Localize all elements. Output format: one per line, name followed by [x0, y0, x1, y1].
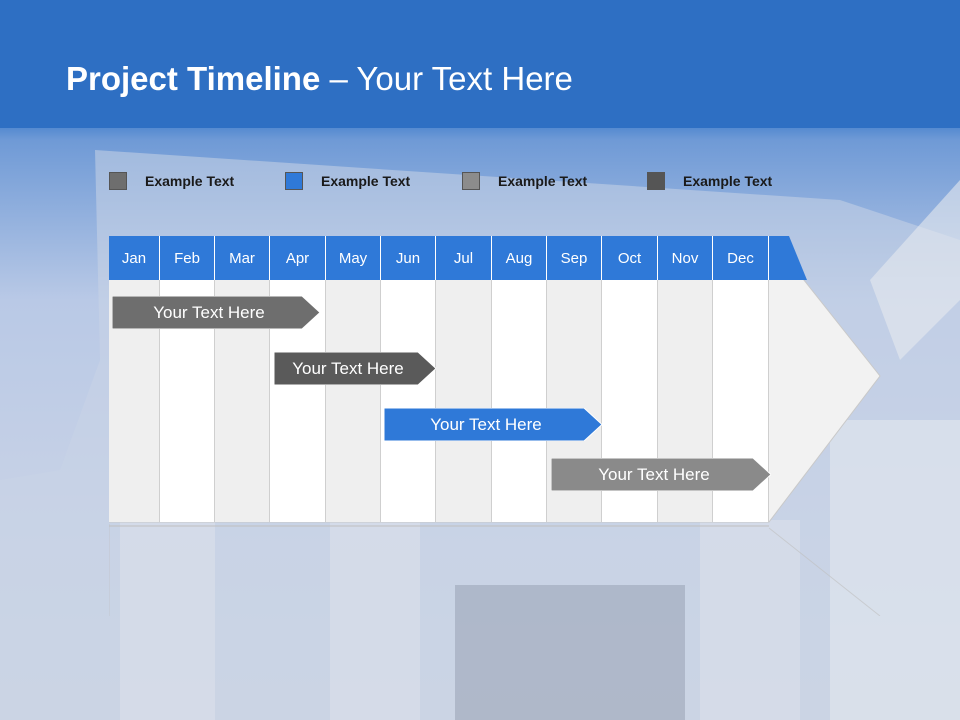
legend-label-3: Example Text — [498, 173, 588, 189]
legend-label-4: Example Text — [683, 173, 773, 189]
task-bar-2[interactable]: Your Text Here — [274, 352, 436, 385]
task-bar-4[interactable]: Your Text Here — [551, 458, 771, 491]
month-apr: Apr — [270, 236, 326, 280]
month-dec: Dec — [713, 236, 769, 280]
legend-label-1: Example Text — [145, 173, 235, 189]
month-column — [381, 280, 436, 522]
legend-item-4: Example Text — [647, 171, 772, 191]
legend-swatch-1 — [109, 172, 127, 190]
legend-swatch-3 — [462, 172, 480, 190]
legend-item-2: Example Text — [285, 171, 410, 191]
month-column — [436, 280, 492, 522]
task-label-4: Your Text Here — [598, 464, 710, 484]
month-nov: Nov — [658, 236, 713, 280]
slide-title: Project Timeline – Your Text Here — [66, 60, 573, 98]
month-aug: Aug — [492, 236, 547, 280]
month-column — [326, 280, 381, 522]
month-oct: Oct — [602, 236, 658, 280]
legend-item-3: Example Text — [462, 171, 587, 191]
legend-swatch-4 — [647, 172, 665, 190]
task-label-3: Your Text Here — [430, 414, 542, 434]
legend-label-2: Example Text — [321, 173, 411, 189]
legend-item-1: Example Text — [109, 171, 234, 191]
month-feb: Feb — [160, 236, 215, 280]
task-label-2: Your Text Here — [292, 358, 404, 378]
month-mar: Mar — [215, 236, 270, 280]
task-label-1: Your Text Here — [153, 302, 265, 322]
legend-swatch-2 — [285, 172, 303, 190]
title-bold: Project Timeline — [66, 60, 321, 97]
month-jun: Jun — [381, 236, 436, 280]
task-bar-1[interactable]: Your Text Here — [112, 296, 320, 329]
month-may: May — [326, 236, 381, 280]
month-jul: Jul — [436, 236, 492, 280]
month-column — [492, 280, 547, 522]
month-sep: Sep — [547, 236, 602, 280]
task-bar-3[interactable]: Your Text Here — [384, 408, 602, 441]
month-jan: Jan — [109, 236, 160, 280]
title-rest: – Your Text Here — [320, 60, 573, 97]
